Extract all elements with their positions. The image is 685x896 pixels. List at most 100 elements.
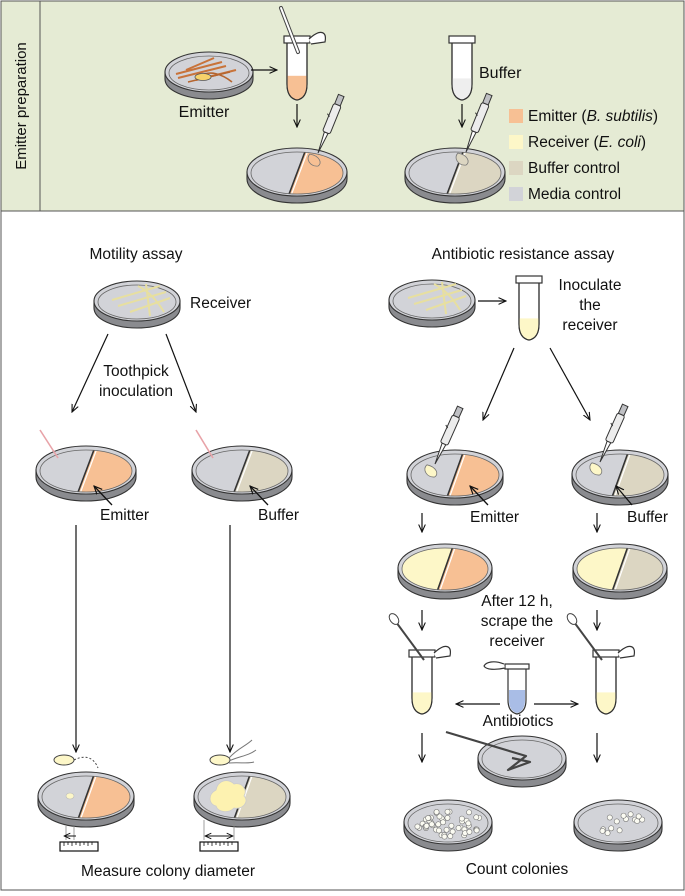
colony	[473, 827, 480, 834]
tube-liquid	[287, 75, 307, 100]
tube-outline	[595, 655, 617, 715]
colony	[423, 822, 430, 829]
tube-cap	[308, 31, 326, 45]
colony	[608, 825, 615, 832]
colony	[473, 814, 480, 821]
large-colony	[209, 780, 247, 812]
plate-medium	[98, 285, 176, 319]
plate-right-half	[437, 548, 488, 590]
emitter-plate	[246, 147, 348, 204]
colony	[635, 813, 642, 820]
scrape-tube-buffer	[592, 645, 635, 715]
toothpick-line2: inoculation	[99, 383, 173, 400]
colony	[449, 828, 456, 835]
pipette-body	[424, 405, 464, 478]
colony	[448, 822, 455, 829]
colony	[433, 809, 440, 815]
tube-outline	[451, 41, 473, 101]
motility-emitter-label: Emitter	[100, 507, 149, 524]
tube-cap	[617, 645, 635, 659]
plate-right-half	[288, 152, 343, 194]
inoculation-tube	[515, 275, 543, 341]
colony	[444, 808, 451, 815]
buffer-plate	[404, 147, 506, 204]
legend-swatch	[509, 135, 523, 149]
tube-cap	[433, 645, 451, 659]
arrow-motility-left	[72, 333, 109, 412]
arrow-label-emitter-motility	[94, 486, 113, 506]
tube-liquid	[519, 318, 539, 340]
inoculate-line1: Inoculate	[559, 277, 622, 294]
plate-left-half	[577, 548, 628, 590]
swab-left	[388, 613, 425, 661]
tube-outline	[286, 41, 308, 101]
plate-divider	[77, 776, 95, 818]
antibiotic-grown-emitter-plate	[397, 543, 493, 600]
plate-inner-edge	[41, 775, 131, 819]
colony	[441, 833, 448, 840]
antibiotic-buffer-label: Buffer	[627, 509, 668, 526]
plate-inner-edge	[197, 775, 287, 819]
colony	[447, 833, 454, 840]
arrow-inoculate-right	[549, 347, 590, 420]
arrow-label-emitter-ab	[470, 486, 489, 506]
plate-divider	[611, 454, 629, 496]
pipette-body	[589, 403, 629, 476]
colony	[627, 811, 634, 818]
plate-inner-edge	[577, 803, 659, 843]
plate-right-half	[77, 450, 132, 492]
plate-right-half	[447, 454, 499, 496]
pipette-drop	[589, 462, 603, 476]
receiver-streaks-2	[407, 281, 467, 315]
motility-emitter-plate	[35, 445, 137, 502]
plate-inner-edge	[408, 151, 502, 195]
plate-medium	[393, 284, 471, 318]
large-colony-flagella	[228, 739, 257, 764]
plate-inner-edge	[250, 151, 344, 195]
emitter-colony	[194, 73, 212, 81]
pipette-drop	[307, 153, 321, 167]
plate-right-half	[612, 548, 663, 590]
plate-divider-highlight	[235, 450, 254, 492]
plate-divider-highlight	[614, 548, 631, 590]
antibiotic-grown-buffer-plate	[572, 543, 668, 600]
emitter-tube	[283, 31, 326, 101]
spreader-plate	[477, 735, 567, 788]
tube-liquid	[596, 692, 616, 714]
side-label: Emitter preparation	[13, 42, 30, 170]
plate-inner-edge	[575, 453, 665, 497]
colony	[466, 809, 472, 816]
toothpick-emitter	[39, 429, 59, 459]
swab-right	[566, 613, 603, 661]
emitter-pipette	[307, 93, 345, 167]
buffer-pipette	[455, 92, 493, 166]
plate-inner-edge	[401, 547, 489, 591]
motility-receiver-plate	[93, 280, 181, 329]
ruler-left	[59, 826, 99, 852]
plate-left-half	[196, 450, 251, 492]
buffer-tube-label: Buffer	[479, 65, 522, 82]
motility-receiver-label: Receiver	[190, 295, 251, 312]
antibiotic-title: Antibiotic resistance assay	[432, 246, 615, 263]
tube-liquid	[412, 692, 432, 714]
plate-divider	[287, 152, 307, 194]
legend-label: Buffer control	[528, 160, 620, 177]
plate-right-half	[612, 454, 664, 496]
plate-medium	[402, 548, 488, 590]
after-line2: scrape the	[481, 613, 553, 630]
colony	[458, 815, 465, 822]
colony	[414, 823, 421, 830]
plate-inner-edge	[97, 284, 177, 320]
plate-divider	[232, 450, 252, 492]
inoculate-line3: receiver	[562, 317, 617, 334]
buffer-tube	[448, 35, 476, 101]
colony	[466, 828, 473, 835]
legend: Emitter (B. subtilis)Receiver (E. coli)B…	[509, 108, 658, 203]
antibiotic-buffer-plate	[571, 449, 669, 506]
motility-buffer-label: Buffer	[258, 507, 299, 524]
large-colony-icon	[209, 754, 231, 766]
count-plate-few-colonies	[573, 799, 663, 852]
plate-divider-highlight	[449, 454, 466, 496]
